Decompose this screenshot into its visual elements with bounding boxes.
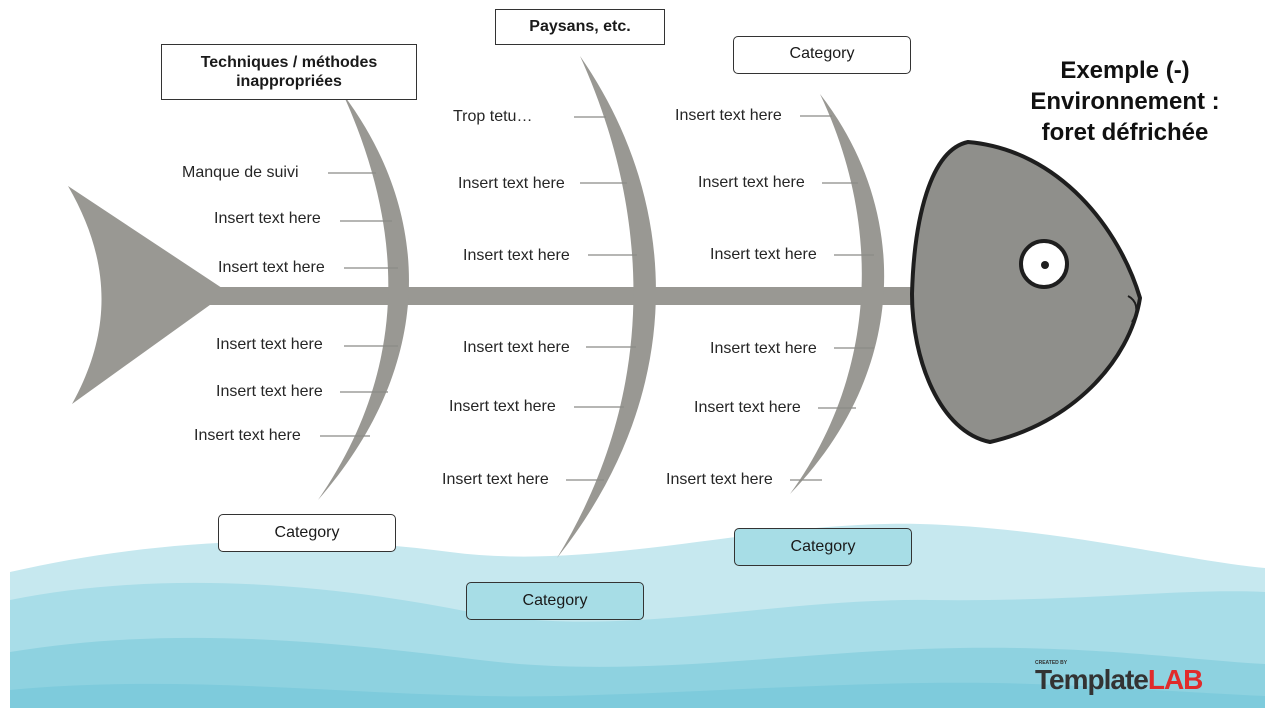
title-line: Exemple (-) bbox=[1060, 57, 1190, 84]
title-line: foret défrichée bbox=[1041, 119, 1209, 146]
fish-spine bbox=[210, 287, 930, 305]
category-box-top-middle: Paysans, etc. bbox=[495, 9, 665, 45]
logo-created-by: CREATED BY bbox=[1035, 660, 1068, 666]
category-box-bottom-right: Category bbox=[734, 528, 912, 566]
rib-left bbox=[318, 94, 409, 500]
cause-label: Insert text here bbox=[214, 210, 321, 227]
cause-label: Insert text here bbox=[666, 471, 773, 488]
cause-label: Manque de suivi bbox=[182, 164, 299, 181]
diagram-title: Exemple (-) Environnement : foret défric… bbox=[1005, 55, 1245, 148]
cause-label: Insert text here bbox=[463, 339, 570, 356]
cause-label: Insert text here bbox=[698, 174, 805, 191]
templatelab-logo: CREATED BY TemplateLAB bbox=[1035, 660, 1204, 696]
fish-gill bbox=[1127, 295, 1138, 323]
category-box-bottom-middle: Category bbox=[466, 582, 644, 620]
category-box-bottom-left: Category bbox=[218, 514, 396, 552]
cause-label: Insert text here bbox=[710, 246, 817, 263]
cause-label: Insert text here bbox=[675, 107, 782, 124]
category-box-top-left: Techniques / méthodes inappropriées bbox=[161, 44, 417, 100]
cause-label: Insert text here bbox=[449, 398, 556, 415]
cause-label: Insert text here bbox=[442, 471, 549, 488]
cause-connectors bbox=[320, 115, 874, 481]
cause-label: Insert text here bbox=[458, 175, 565, 192]
cause-label: Insert text here bbox=[218, 259, 325, 276]
cause-label: Insert text here bbox=[216, 383, 323, 400]
cause-label: Insert text here bbox=[694, 399, 801, 416]
fish-head bbox=[910, 140, 1142, 444]
rib-middle bbox=[557, 56, 656, 558]
cause-label: Insert text here bbox=[710, 340, 817, 357]
cause-label: Insert text here bbox=[463, 247, 570, 264]
cause-label: Insert text here bbox=[216, 336, 323, 353]
logo-brand-lab: LAB bbox=[1147, 664, 1204, 695]
cause-label: Trop tetu… bbox=[453, 108, 533, 125]
fish-tail bbox=[68, 186, 228, 404]
water-bottom-wave bbox=[10, 682, 1265, 708]
category-box-top-right: Category bbox=[733, 36, 911, 74]
logo-brand-template: Template bbox=[1035, 664, 1149, 695]
cause-label: Insert text here bbox=[194, 427, 301, 444]
title-line: Environnement : bbox=[1030, 88, 1220, 115]
rib-right bbox=[790, 94, 885, 494]
